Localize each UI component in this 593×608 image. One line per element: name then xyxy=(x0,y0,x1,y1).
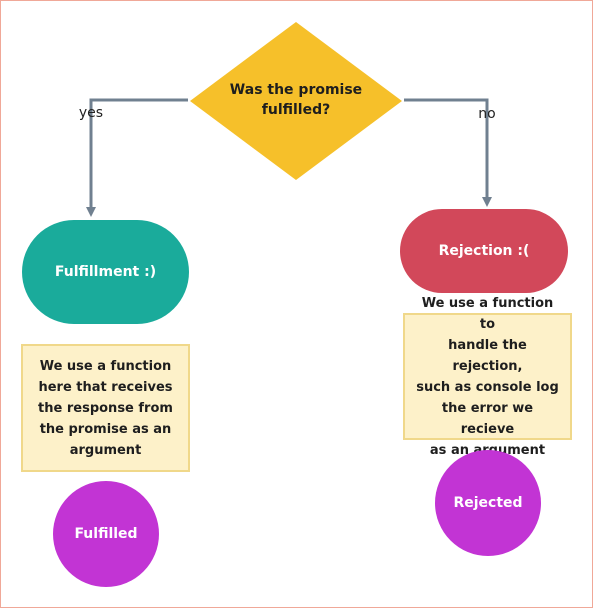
rejection-note-line: handle the rejection, xyxy=(448,337,527,374)
fulfillment-note-line: argument xyxy=(69,442,142,458)
fulfillment-node: Fulfillment :) xyxy=(22,220,189,324)
fulfillment-note: We use a function here that receives the… xyxy=(21,344,190,472)
no-label: no xyxy=(478,106,496,122)
rejection-note: We use a function to handle the rejectio… xyxy=(403,296,572,458)
decision-node: Was the promise fulfilled? xyxy=(190,22,402,180)
decision-text: Was the promise fulfilled? xyxy=(220,80,372,120)
fulfillment-note-line: We use a function xyxy=(39,358,172,374)
fulfillment-note-line: the response from xyxy=(38,400,173,416)
fulfillment-note-line: here that receives xyxy=(38,379,173,395)
rejection-note-line: such as console log xyxy=(416,379,559,395)
rejection-note-line: the error we recieve xyxy=(441,400,534,437)
decision-text-line-2: fulfilled? xyxy=(261,102,331,118)
no-connector xyxy=(404,98,492,207)
rejected-state-node: Rejected xyxy=(435,450,541,556)
decision-text-line-1: Was the promise xyxy=(229,82,363,98)
yes-connector xyxy=(86,98,188,217)
fulfillment-note-line: the promise as an xyxy=(39,421,172,437)
rejection-note-line: We use a function to xyxy=(421,295,554,332)
rejection-node: Rejection :( xyxy=(400,209,568,293)
yes-label: yes xyxy=(78,105,104,121)
fulfilled-state-node: Fulfilled xyxy=(53,481,159,587)
